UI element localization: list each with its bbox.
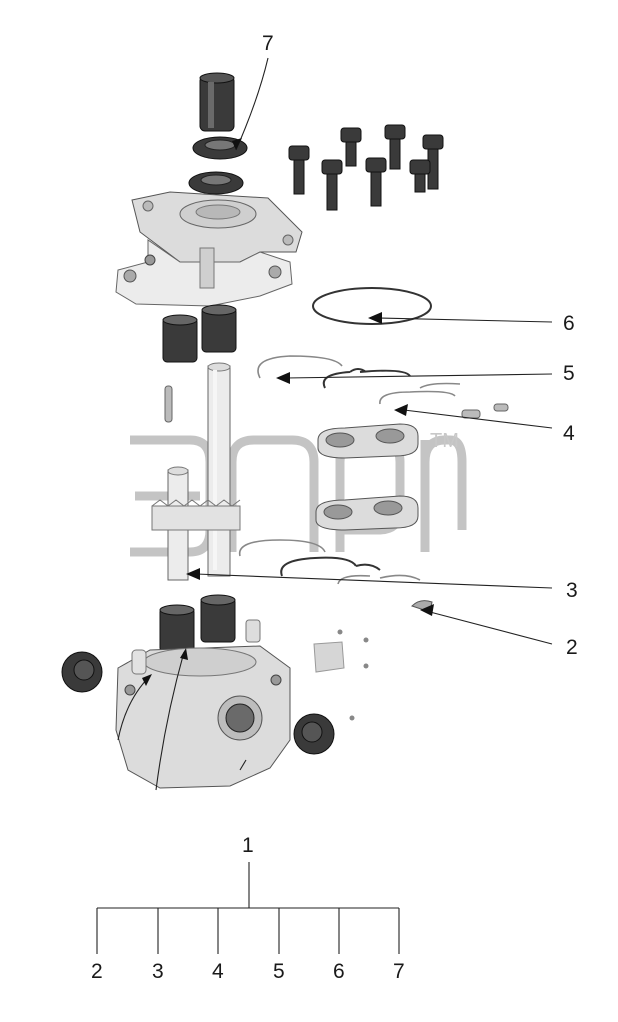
upper-bearing-sleeves <box>162 304 237 363</box>
assembly-child-label: 6 <box>333 960 345 983</box>
port-plug-left <box>61 651 103 693</box>
drive-shaft <box>207 362 231 577</box>
part-7-bushing <box>199 72 235 132</box>
assembly-child-label: 5 <box>273 960 285 983</box>
part-4-washers <box>379 382 509 419</box>
assembly-root-label: 1 <box>242 834 254 857</box>
bolt <box>422 134 444 190</box>
small-pin <box>461 403 509 419</box>
callout-6: 6 <box>563 312 575 335</box>
watermark-letter-4 <box>420 435 467 552</box>
callout-3: 3 <box>566 579 578 602</box>
leader-lines <box>117 57 553 791</box>
gear-pair <box>151 499 241 531</box>
watermark-trademark: TM <box>430 430 459 452</box>
part-5-retaining-rings <box>257 355 411 389</box>
assembly-child-label: 4 <box>212 960 224 983</box>
lower-bearing-sleeves <box>159 594 261 653</box>
gear-plates <box>315 423 419 531</box>
callout-2: 2 <box>566 636 578 659</box>
upper-housing <box>115 191 303 307</box>
bolt <box>365 157 387 207</box>
lower-housing <box>115 645 291 789</box>
bolt <box>409 159 431 193</box>
bolt <box>340 127 362 167</box>
part-7-seal-lower <box>188 171 244 195</box>
assembly-tree: 1 2 3 4 5 6 7 <box>91 834 405 983</box>
callout-7: 7 <box>262 32 274 55</box>
key-pin <box>164 385 173 423</box>
assembly-child-label: 7 <box>393 960 405 983</box>
bolt-group <box>288 124 444 211</box>
bolt <box>288 145 310 195</box>
port-plug-right <box>293 713 335 755</box>
bolt <box>384 124 406 170</box>
gasket <box>313 629 369 721</box>
watermark-letter-2 <box>227 435 319 552</box>
bolt <box>321 159 343 211</box>
part-6-o-ring <box>312 287 432 325</box>
callout-labels: 7 6 5 4 3 2 <box>262 32 578 659</box>
callout-4: 4 <box>563 422 575 445</box>
part-3-retaining-rings <box>238 539 421 585</box>
callout-5: 5 <box>563 362 575 385</box>
assembly-child-label: 2 <box>91 960 103 983</box>
assembly-child-label: 3 <box>152 960 164 983</box>
